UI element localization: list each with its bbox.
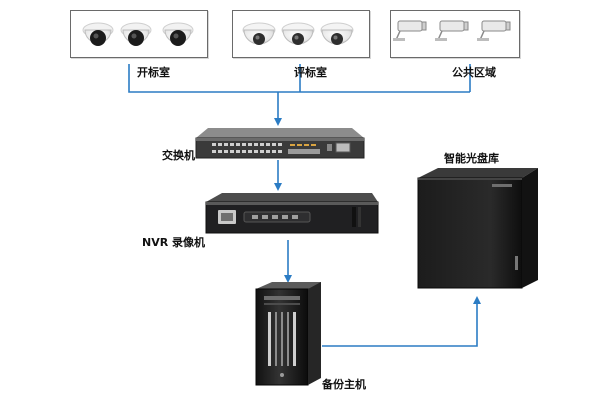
backup-server-icon — [255, 282, 321, 386]
dome-camera-white-icon — [242, 22, 354, 45]
connector-lines — [128, 64, 481, 347]
label-switch: 交换机 — [162, 149, 195, 162]
label-nvr: NVR 录像机 — [142, 236, 206, 249]
dome-camera-black-icon — [82, 22, 194, 46]
arrow-to-optical — [322, 296, 481, 347]
camera-box-public-area — [390, 10, 520, 58]
label-public-area: 公共区域 — [452, 66, 496, 79]
label-evaluation-room: 评标室 — [294, 66, 327, 79]
bullet-camera-icon — [393, 20, 511, 41]
nvr-recorder-icon — [205, 193, 379, 234]
line-bidding-room — [128, 64, 470, 93]
label-bidding-room: 开标室 — [137, 66, 170, 79]
label-backup-host: 备份主机 — [322, 378, 366, 391]
network-switch-icon — [195, 128, 365, 159]
optical-disc-library-icon — [417, 168, 538, 289]
label-optical-library: 智能光盘库 — [444, 152, 499, 165]
